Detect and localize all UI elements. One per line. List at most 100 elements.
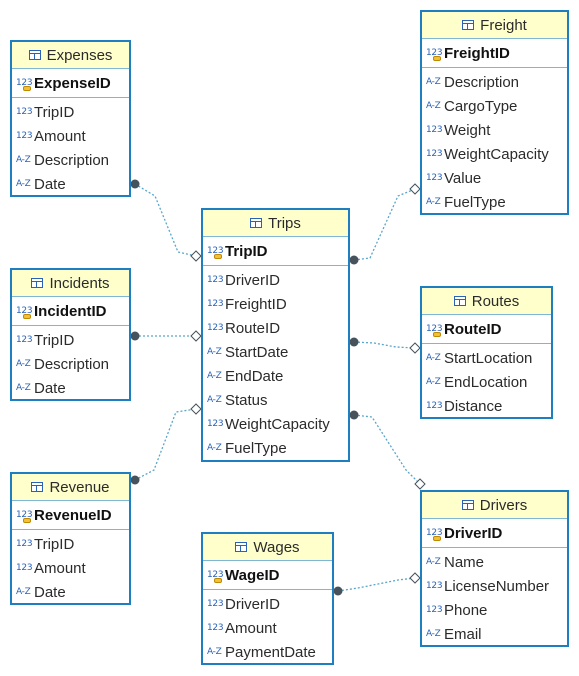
numeric-type-icon: 123 (207, 323, 224, 333)
link-incidents-trips[interactable] (130, 330, 202, 342)
text-type-icon: A-Z (426, 77, 441, 87)
column-name: CargoType (444, 97, 518, 115)
many-end-dot-icon (349, 337, 359, 347)
numeric-type-icon: 123 (16, 335, 33, 345)
table-header[interactable]: Expenses (12, 42, 129, 69)
relationship-line (353, 341, 416, 349)
primary-key-name: RouteID (444, 320, 502, 338)
table-header[interactable]: Trips (203, 210, 348, 237)
column-name: Status (225, 391, 268, 409)
column-name: PaymentDate (225, 643, 316, 661)
column-name: EndDate (225, 367, 284, 385)
column-name: FuelType (225, 439, 287, 457)
primary-key-name: DriverID (444, 524, 503, 542)
table-title: Drivers (479, 496, 528, 514)
numeric-type-icon: 123 (426, 401, 443, 411)
primary-key-name: TripID (225, 242, 268, 260)
table-header[interactable]: Drivers (422, 492, 567, 519)
column-name: Description (34, 355, 110, 373)
one-end-diamond-icon (190, 250, 202, 262)
column-name: StartDate (225, 343, 289, 361)
table-header[interactable]: Revenue (12, 474, 129, 501)
link-wages-drivers[interactable] (333, 572, 421, 596)
column-name: WeightCapacity (444, 145, 549, 163)
link-trips-drivers[interactable] (349, 410, 426, 490)
link-trips-routes[interactable] (349, 337, 421, 354)
table-header[interactable]: Wages (203, 534, 332, 561)
link-trips-freight[interactable] (349, 183, 421, 265)
link-expenses-trips[interactable] (130, 179, 202, 262)
column-name: FuelType (444, 193, 506, 211)
table-header[interactable]: Incidents (12, 270, 129, 297)
column-name: Email (444, 625, 482, 643)
column-name: Phone (444, 601, 488, 619)
table-header[interactable]: Freight (422, 12, 567, 39)
table-header[interactable]: Routes (422, 288, 551, 315)
numeric-type-icon: 123 (16, 107, 33, 117)
link-revenue-trips[interactable] (130, 403, 202, 485)
table-icon (462, 20, 475, 30)
column-name: Amount (225, 619, 277, 637)
numeric-key-icon: 123 (207, 570, 224, 583)
text-type-icon: A-Z (207, 347, 222, 357)
primary-key-name: WageID (225, 566, 280, 584)
relationship-line (134, 408, 197, 481)
numeric-key-icon: 123 (207, 246, 224, 259)
primary-key-name: RevenueID (34, 506, 112, 524)
column-name: Name (444, 553, 485, 571)
